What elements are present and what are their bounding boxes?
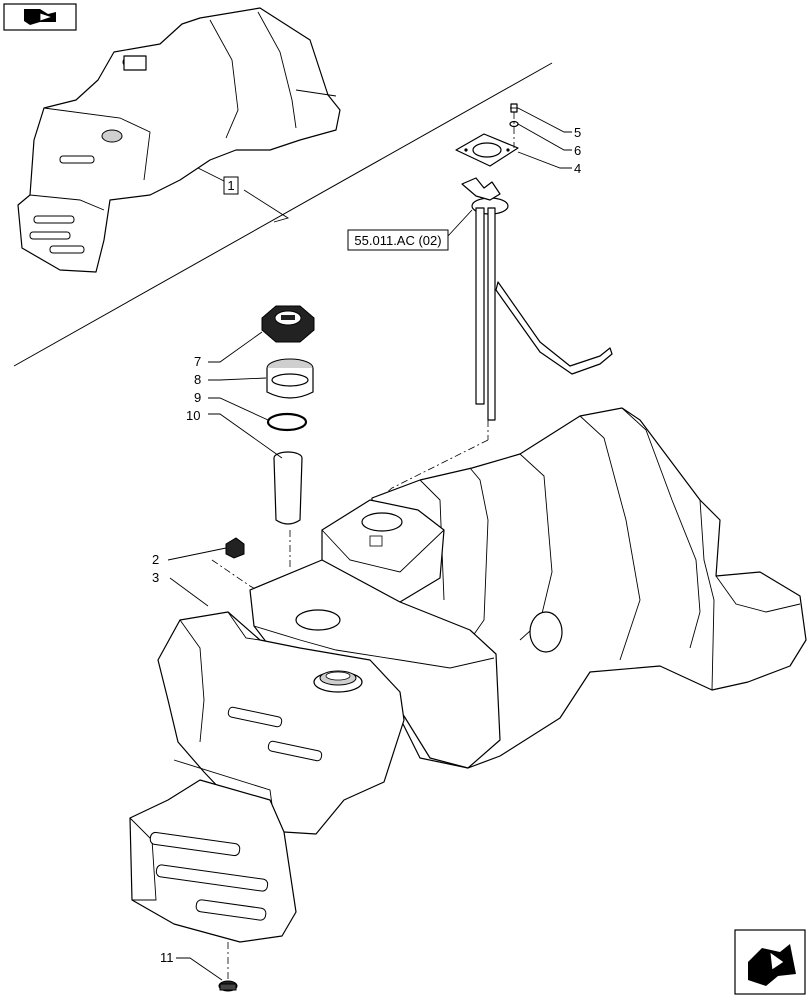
callout-6: 6 <box>574 143 581 158</box>
fuel-level-sender-part <box>461 177 613 421</box>
filler-cap-part <box>261 305 315 343</box>
callout-7: 7 <box>194 354 201 369</box>
callout-5: 5 <box>574 125 581 140</box>
gasket-flange-part <box>455 133 519 167</box>
inset-tank-overview: 1 <box>17 7 341 273</box>
drain-plug-part <box>167 537 319 625</box>
filler-cap-assembly <box>208 305 315 570</box>
main-fuel-tank-part <box>129 407 807 943</box>
previous-page-arrow-icon[interactable] <box>3 3 77 31</box>
cross-reference-box[interactable]: 55.011.AC (02) <box>347 229 449 251</box>
callout-4: 4 <box>574 161 581 176</box>
callout-11: 11 <box>160 950 174 965</box>
next-page-arrow-icon[interactable] <box>734 929 806 995</box>
filler-neck-ring-part <box>266 358 314 399</box>
screw-part <box>510 103 518 113</box>
inset-reference-label: 1 <box>227 178 234 193</box>
callout-2: 2 <box>152 552 159 567</box>
o-ring-part <box>266 412 308 432</box>
bottom-drain-plug-part <box>176 942 238 992</box>
cross-reference-label: 55.011.AC (02) <box>354 233 441 248</box>
callout-8: 8 <box>194 372 201 387</box>
callout-10: 10 <box>186 408 200 423</box>
callout-3: 3 <box>152 570 159 585</box>
callout-9: 9 <box>194 390 201 405</box>
sender-unit-assembly <box>377 103 613 501</box>
filler-tube-part <box>273 451 303 525</box>
